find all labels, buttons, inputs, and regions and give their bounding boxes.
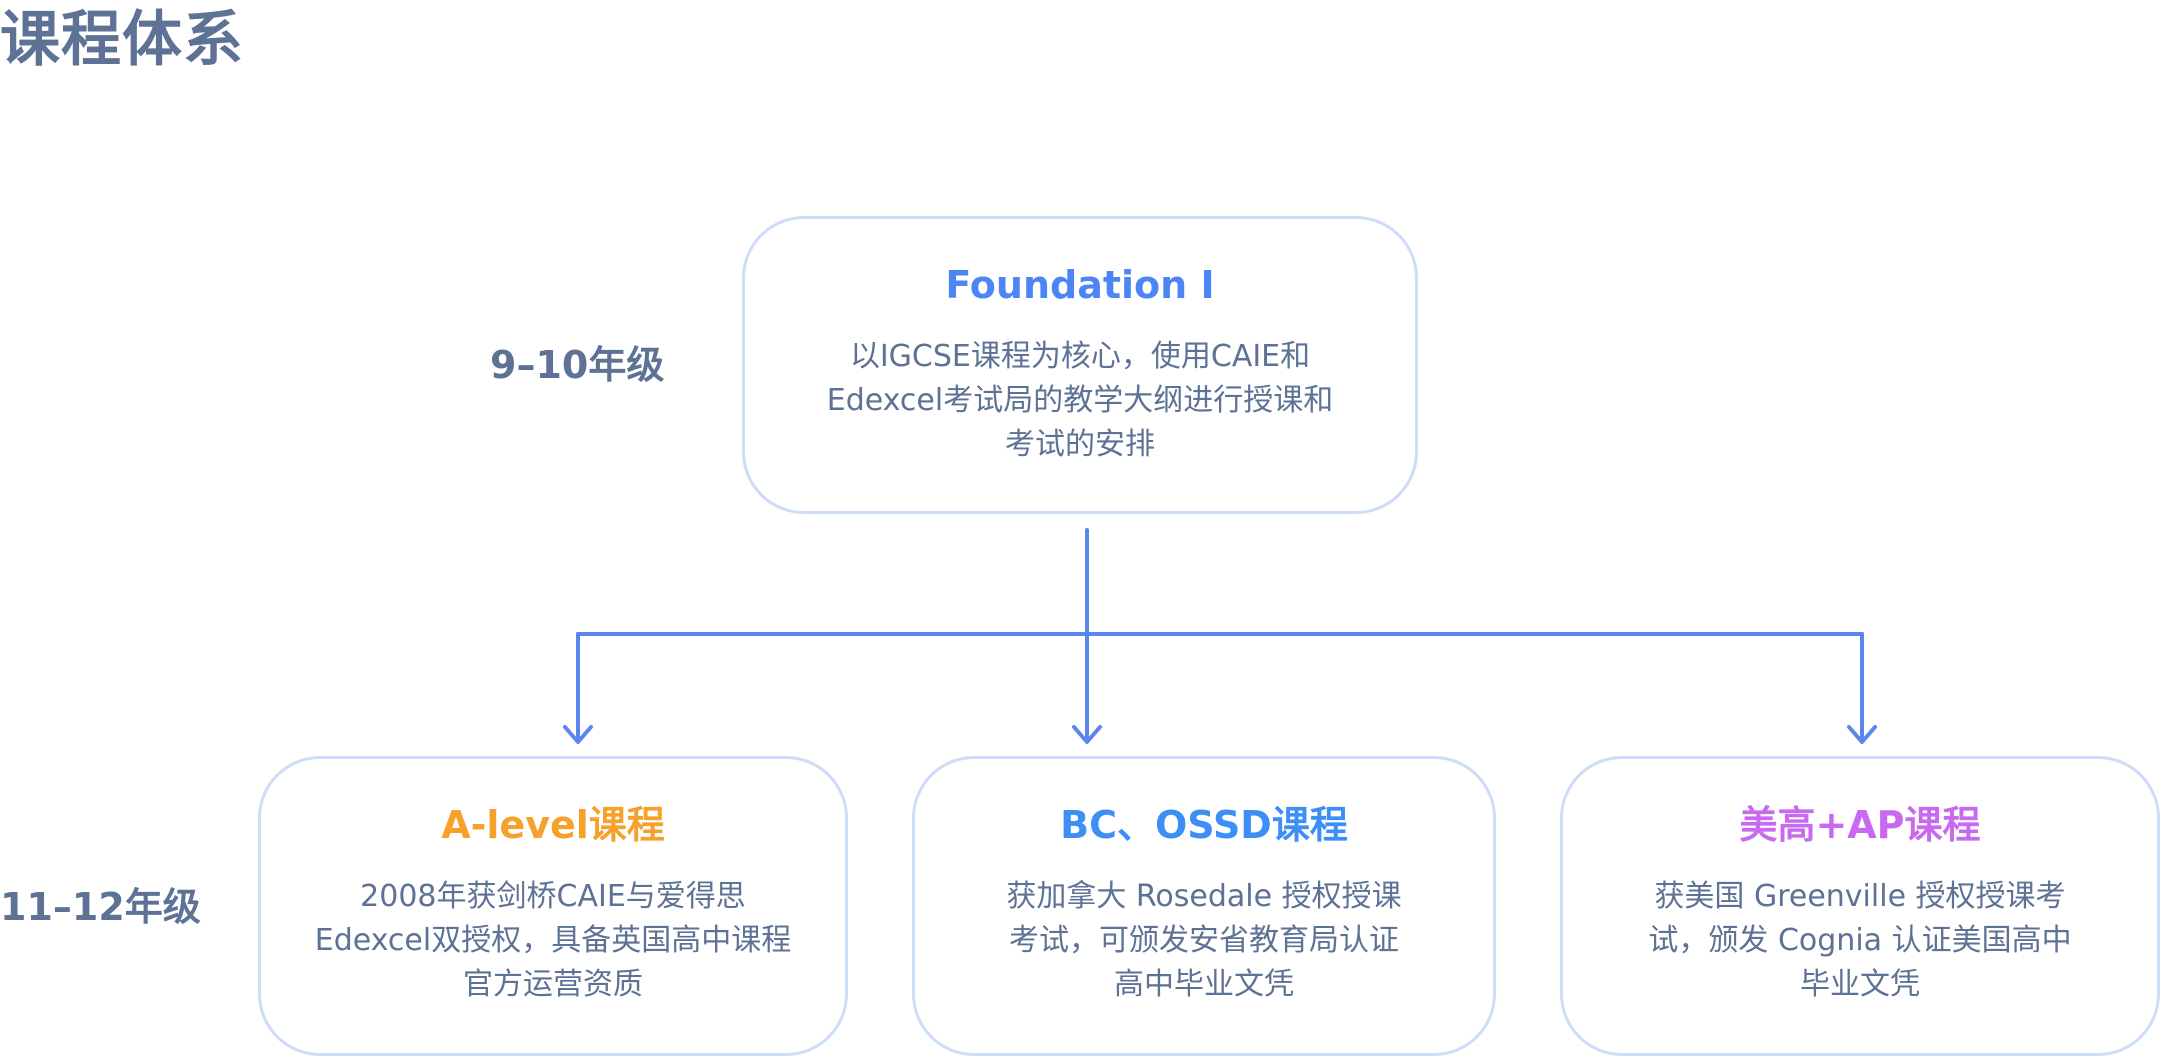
- grade-label-9-10: 9–10年级: [490, 343, 665, 387]
- us-ap-title: 美高+AP课程: [1739, 803, 1981, 847]
- foundation-card: Foundation I 以IGCSE课程为核心，使用CAIE和 Edexcel…: [742, 216, 1418, 514]
- arrowhead-center: [1072, 725, 1102, 744]
- foundation-desc-line: Edexcel考试局的教学大纲进行授课和: [826, 383, 1334, 418]
- foundation-title: Foundation I: [945, 263, 1215, 307]
- bc-ossd-description: 获加拿大 Rosedale 授权授课 考试，可颁发安省教育局认证 高中毕业文凭: [1006, 875, 1401, 1007]
- a-level-desc-line: Edexcel双授权，具备英国高中课程: [314, 923, 792, 958]
- foundation-description: 以IGCSE课程为核心，使用CAIE和 Edexcel考试局的教学大纲进行授课和…: [827, 335, 1333, 467]
- a-level-desc-line: 官方运营资质: [462, 967, 643, 1002]
- bc-ossd-card: BC、OSSD课程 获加拿大 Rosedale 授权授课 考试，可颁发安省教育局…: [912, 756, 1496, 1056]
- foundation-desc-line: 以IGCSE课程为核心，使用CAIE和: [849, 339, 1311, 374]
- us-ap-card: 美高+AP课程 获美国 Greenville 授权授课考 试，颁发 Cognia…: [1560, 756, 2160, 1056]
- us-ap-desc-line: 试，颁发 Cognia 认证美国高中: [1648, 923, 2072, 958]
- page-title: 课程体系: [0, 5, 244, 75]
- us-ap-desc-line: 获美国 Greenville 授权授课考: [1654, 879, 2066, 914]
- grade-label-11-12: 11–12年级: [0, 885, 201, 929]
- bc-ossd-title: BC、OSSD课程: [1060, 803, 1348, 847]
- bc-ossd-desc-line: 获加拿大 Rosedale 授权授课: [1006, 879, 1402, 914]
- bc-ossd-desc-line: 高中毕业文凭: [1113, 967, 1294, 1002]
- arrowhead-right: [1847, 725, 1877, 744]
- foundation-desc-line: 考试的安排: [1004, 427, 1155, 462]
- a-level-card: A-level课程 2008年获剑桥CAIE与爱得思 Edexcel双授权，具备…: [258, 756, 848, 1056]
- a-level-description: 2008年获剑桥CAIE与爱得思 Edexcel双授权，具备英国高中课程 官方运…: [315, 875, 791, 1007]
- a-level-desc-line: 2008年获剑桥CAIE与爱得思: [360, 879, 746, 914]
- arrowhead-left: [563, 725, 593, 744]
- us-ap-description: 获美国 Greenville 授权授课考 试，颁发 Cognia 认证美国高中 …: [1648, 875, 2071, 1007]
- us-ap-desc-line: 毕业文凭: [1800, 967, 1920, 1002]
- bc-ossd-desc-line: 考试，可颁发安省教育局认证: [1008, 923, 1399, 958]
- a-level-title: A-level课程: [441, 803, 665, 847]
